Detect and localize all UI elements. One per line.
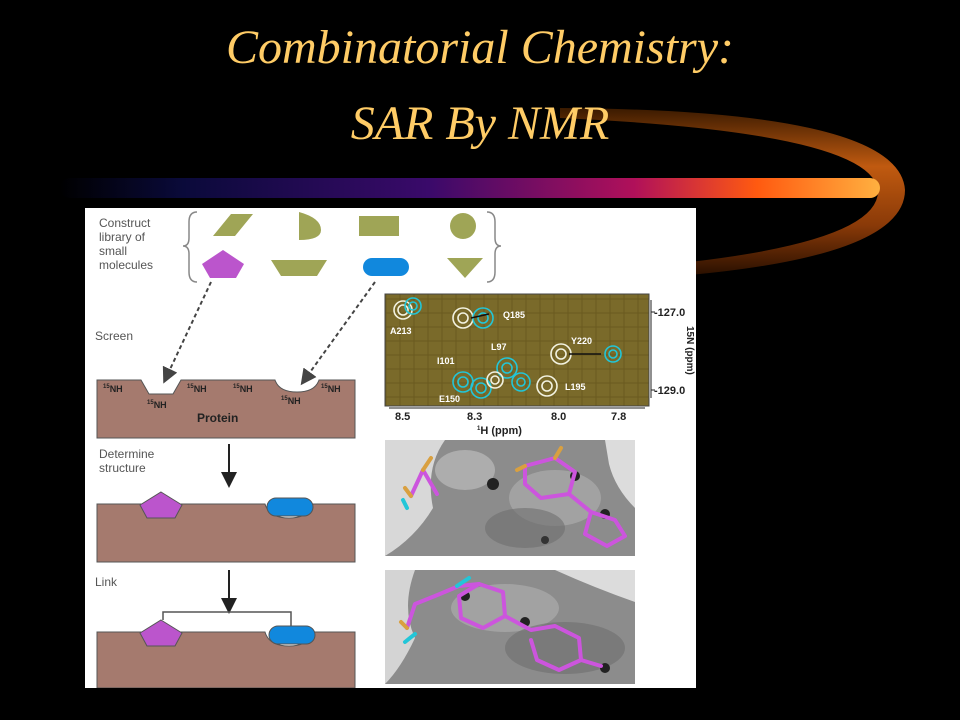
- x-tick-1: 8.5: [395, 411, 410, 423]
- y-axis-label: 15N (ppm): [684, 326, 695, 375]
- left-brace: [182, 211, 198, 283]
- x-tick-2: 8.3: [467, 411, 482, 423]
- library-parallelogram: [213, 214, 253, 236]
- nh-label-6: 15NH: [321, 384, 341, 394]
- step-screen: Screen: [95, 329, 133, 343]
- screen-arrow-right: [300, 281, 376, 386]
- y-tick-top: -127.0: [654, 307, 685, 319]
- library-half-disc: [299, 212, 321, 240]
- slide-title-line2: SAR By NMR: [350, 97, 610, 150]
- peak-label-a213: A213: [390, 326, 412, 336]
- nh-label-5: 15NH: [281, 396, 301, 406]
- peak-label-l195: L195: [565, 382, 586, 392]
- step-construct-line1: Construct: [99, 216, 151, 230]
- step-construct-line2: library of: [99, 230, 146, 244]
- bound-rounded-rect-1: [266, 497, 314, 517]
- library-rectangle: [359, 216, 399, 236]
- protein-block-screen: [96, 379, 356, 439]
- library-rounded-rect: [363, 258, 409, 276]
- step-link: Link: [95, 575, 118, 589]
- library-trapezoid: [271, 260, 327, 276]
- x-axis-label: 1H (ppm): [477, 425, 522, 437]
- nh-label-4: 15NH: [233, 384, 253, 394]
- binding-surface-image-2: [385, 570, 635, 684]
- step-construct-line3: small: [99, 244, 127, 258]
- bound-pentagon-2: [139, 619, 183, 647]
- y-tick-bottom: -129.0: [654, 385, 685, 397]
- x-tick-3: 8.0: [551, 411, 566, 423]
- library-triangle: [447, 258, 483, 278]
- screen-arrow-left: [162, 281, 212, 384]
- peak-label-l97: L97: [491, 342, 507, 352]
- nh-label-1: 15NH: [103, 384, 123, 394]
- protein-block-linked: [96, 631, 356, 688]
- step-determine-line1: Determine: [99, 447, 155, 461]
- bound-pentagon-1: [139, 491, 183, 519]
- protein-block-structure: [96, 503, 356, 563]
- figure-svg: Construct library of small molecules Scr…: [95, 211, 695, 688]
- nmr-spectrum: A213 Q185 Y220 I101 L97 L195 E150 -127.0…: [384, 293, 695, 437]
- peak-label-i101: I101: [437, 356, 455, 366]
- nh-label-2: 15NH: [147, 400, 167, 410]
- sar-by-nmr-figure: Construct library of small molecules Scr…: [85, 208, 696, 688]
- x-tick-4: 7.8: [611, 411, 626, 423]
- right-brace: [486, 211, 502, 283]
- linker-bracket: [162, 611, 292, 626]
- library-pentagon: [202, 250, 244, 278]
- peak-label-q185: Q185: [503, 310, 525, 320]
- binding-surface-image-1: [385, 440, 635, 556]
- step-determine-line2: structure: [99, 461, 146, 475]
- protein-label: Protein: [197, 411, 238, 425]
- nh-label-3: 15NH: [187, 384, 207, 394]
- peak-label-e150: E150: [439, 394, 460, 404]
- library-circle: [450, 213, 476, 239]
- step-construct-line4: molecules: [99, 258, 153, 272]
- bound-rounded-rect-2: [268, 625, 316, 645]
- slide-title-line1: Combinatorial Chemistry:: [225, 21, 734, 74]
- peak-label-y220: Y220: [571, 336, 592, 346]
